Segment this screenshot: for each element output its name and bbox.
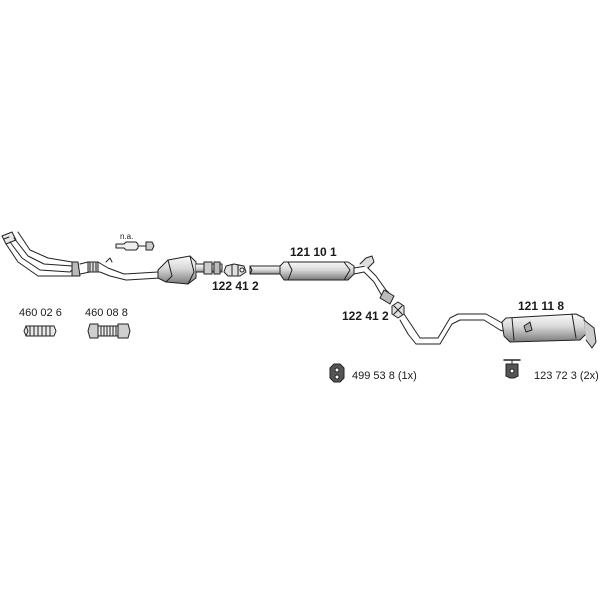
rear-silencer: [399, 313, 597, 349]
label-123-72-3: 123 72 3 (2x): [534, 370, 599, 382]
label-460-02-6: 460 02 6: [19, 307, 62, 319]
label-na: n.a.: [120, 232, 134, 241]
rubber-mount-499-53-8: [329, 363, 345, 383]
label-122-41-2-second: 122 41 2: [342, 309, 389, 323]
middle-silencer: [249, 255, 395, 305]
clamp-122-41-2-second: [391, 301, 405, 319]
label-499-53-8: 499 53 8 (1x): [352, 370, 417, 382]
label-122-41-2-first: 122 41 2: [212, 279, 259, 293]
flex-pipe-460-02-6: [23, 325, 57, 337]
flex-pipe-460-08-8: [87, 323, 131, 339]
label-121-11-8: 121 11 8: [518, 299, 565, 313]
lambda-sensor: [115, 241, 155, 251]
rubber-mount-123-72-3: [503, 359, 521, 379]
catalytic-converter: [157, 255, 223, 285]
label-121-10-1: 121 10 1: [290, 245, 337, 259]
label-460-08-8: 460 08 8: [85, 307, 128, 319]
clamp-122-41-2-first: [223, 263, 247, 277]
front-pipe: [1, 231, 161, 281]
